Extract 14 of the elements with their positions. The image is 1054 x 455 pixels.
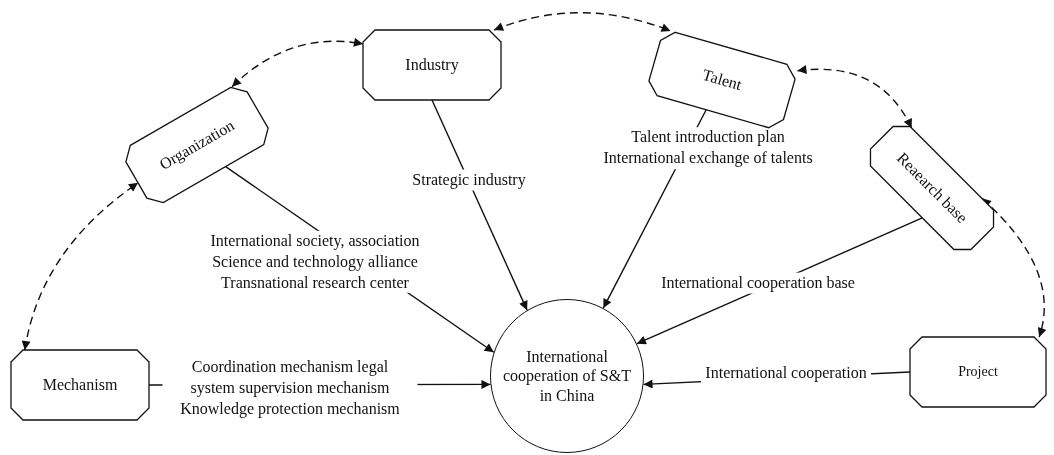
octagon-box <box>910 337 1046 407</box>
dashed-double-arrow <box>493 12 672 33</box>
octagon-box <box>363 30 501 100</box>
node-label: International cooperation of S&T in China <box>502 347 632 405</box>
node-label: Talent <box>700 65 744 95</box>
arrow <box>431 99 528 311</box>
octagon-box <box>11 350 149 420</box>
dashed-double-arrow <box>231 38 364 88</box>
node-label: Mechanism <box>42 375 118 395</box>
dashed-double-arrow <box>22 182 139 351</box>
node-label: Project <box>958 363 998 381</box>
node-label: Industry <box>405 55 459 75</box>
octagon-box <box>645 29 799 131</box>
dashed-double-arrow <box>796 65 913 129</box>
